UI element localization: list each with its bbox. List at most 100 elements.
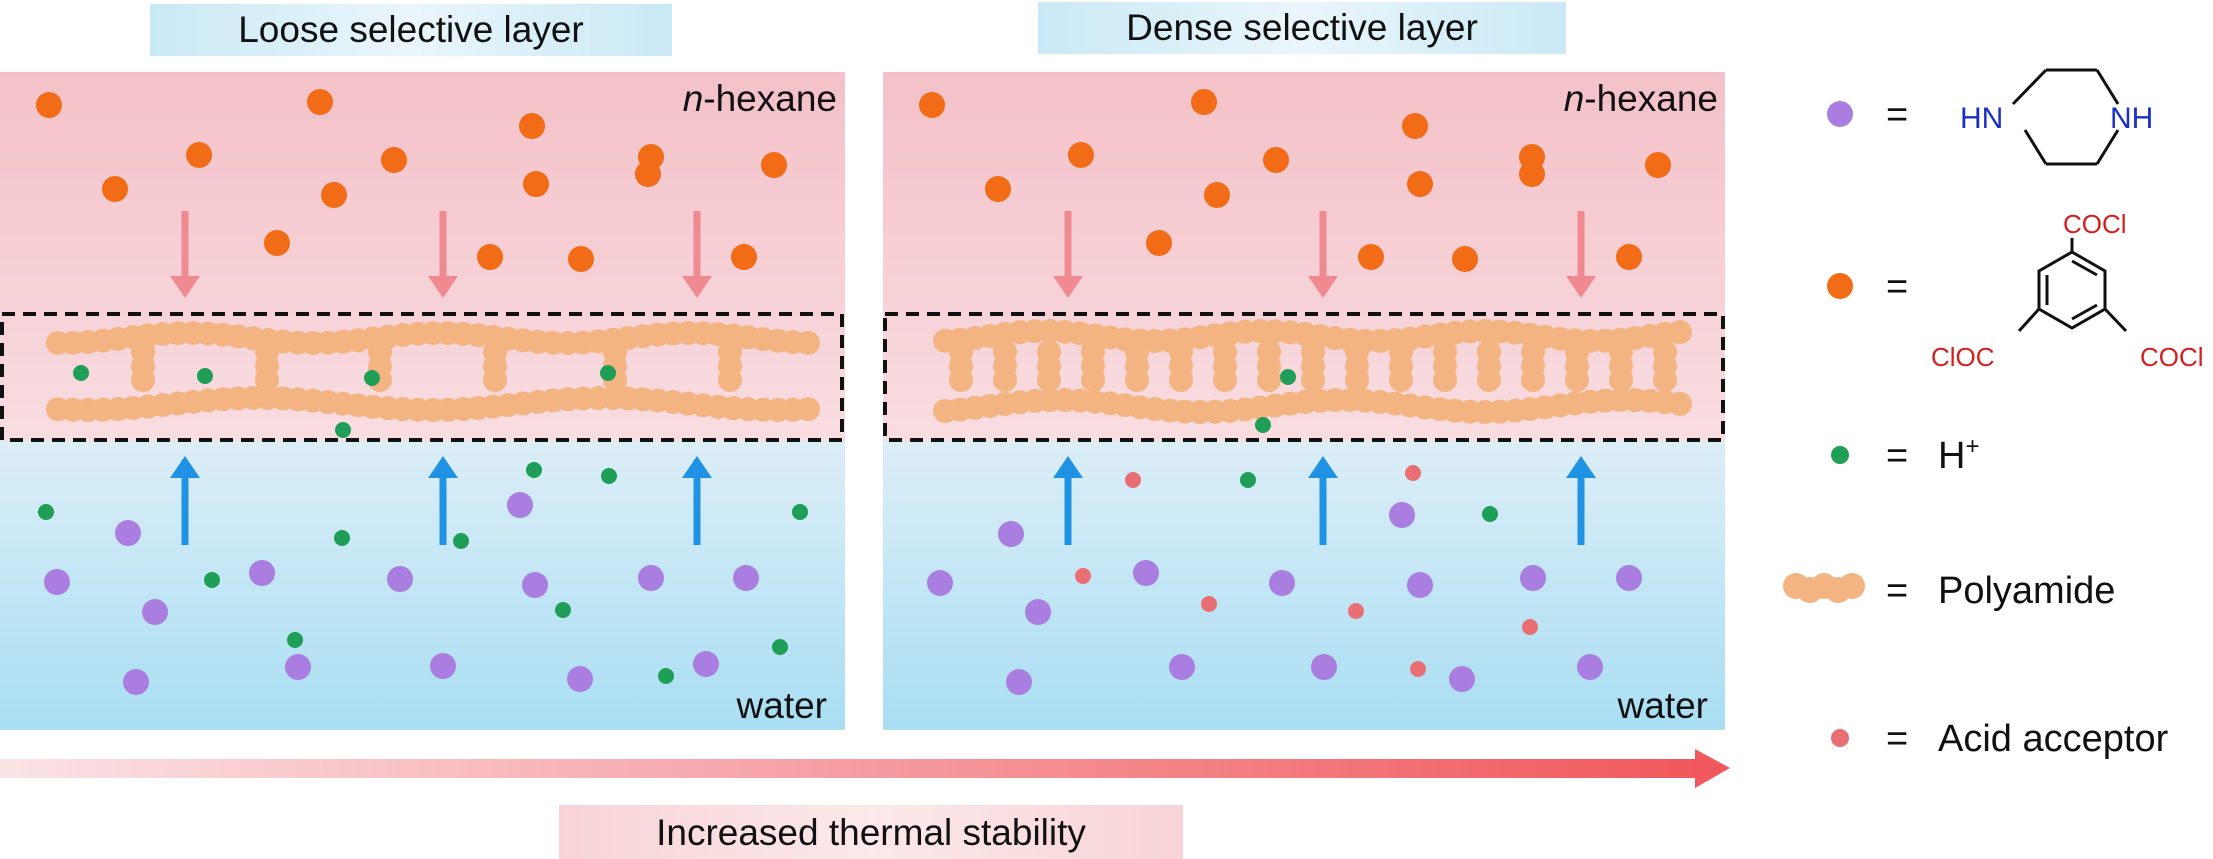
aqueous-molecules	[927, 369, 1642, 695]
piperazine-molecule	[1133, 560, 1159, 586]
up-arrow-icon	[428, 456, 458, 545]
tmc-molecule	[731, 244, 757, 270]
upward-arrows	[1053, 456, 1596, 545]
tmc-molecule	[1402, 113, 1428, 139]
acid-acceptor	[1201, 596, 1217, 612]
proton	[73, 365, 89, 381]
piperazine-molecule	[142, 599, 168, 625]
acid-acceptor	[1348, 603, 1364, 619]
acid-acceptor	[1405, 465, 1421, 481]
tmc-molecule	[985, 176, 1011, 202]
arrow-shaft	[0, 759, 1698, 778]
piperazine-molecule	[285, 654, 311, 680]
panel-title-bg	[150, 4, 672, 56]
polyamide-bead	[1213, 368, 1237, 392]
proton	[287, 632, 303, 648]
purple-circle-icon	[1827, 101, 1853, 127]
tmc-molecule	[1358, 244, 1384, 270]
polyamide-bead	[1125, 368, 1149, 392]
tmc-molecule	[102, 176, 128, 202]
proton	[335, 422, 351, 438]
panel-dense: Dense selective layer n-hexane water	[883, 2, 1725, 730]
polyamide-bead	[796, 397, 820, 422]
orange-circle-icon	[1827, 273, 1853, 299]
tmc-molecule	[264, 230, 290, 256]
piperazine-molecule	[1169, 654, 1195, 680]
selective-layer-box	[0, 312, 844, 442]
proton	[364, 370, 380, 386]
acid-acceptor	[1125, 472, 1141, 488]
polyamide-bead	[1609, 368, 1633, 392]
piperazine-molecule	[1025, 599, 1051, 625]
proton	[658, 668, 674, 684]
down-arrow-icon	[1053, 211, 1083, 298]
equals-sign: =	[1886, 94, 1908, 136]
proton	[772, 639, 788, 655]
up-arrow-icon	[1308, 456, 1338, 545]
up-arrow-icon	[1566, 456, 1596, 545]
proton	[38, 504, 54, 520]
arrow-head	[1695, 749, 1730, 788]
equals-sign: =	[1886, 570, 1908, 612]
proton	[600, 365, 616, 381]
tmc-molecule	[1519, 161, 1545, 187]
cloc-left-label: ClOC	[1931, 342, 1995, 372]
tmc-molecule	[1204, 182, 1230, 208]
piperazine-molecule	[927, 570, 953, 596]
piperazine-molecule	[733, 565, 759, 591]
tmc-molecule	[568, 246, 594, 272]
piperazine-molecule	[693, 651, 719, 677]
piperazine-molecule	[1006, 669, 1032, 695]
nh-left-label: HN	[1960, 102, 2003, 135]
down-arrow-icon	[170, 211, 200, 298]
panel-title: Dense selective layer	[1126, 7, 1478, 48]
down-arrow-icon	[1308, 211, 1338, 298]
tmc-molecule	[761, 152, 787, 178]
tmc-molecules	[919, 89, 1671, 272]
water-label: water	[736, 685, 827, 726]
polyamide-bead	[1037, 368, 1061, 392]
tmc-molecule	[1645, 152, 1671, 178]
aqueous-molecules	[38, 365, 808, 695]
tmc-molecule	[1263, 147, 1289, 173]
piperazine-molecule	[638, 565, 664, 591]
piperazine-molecule	[1449, 666, 1475, 692]
down-arrow-icon	[428, 211, 458, 298]
proton	[334, 530, 350, 546]
downward-arrows	[1053, 211, 1596, 298]
downward-arrows	[170, 211, 712, 298]
legend: = HN NH =	[1783, 68, 2204, 760]
polyamide-bead	[1521, 368, 1545, 392]
down-arrow-icon	[682, 211, 712, 298]
proton	[1280, 369, 1296, 385]
thermal-stability-arrow	[0, 749, 1730, 788]
tmc-molecule	[1452, 246, 1478, 272]
upward-arrows	[170, 456, 712, 545]
piperazine-molecule	[44, 569, 70, 595]
polyamide-bead	[1345, 368, 1369, 392]
polyamide-bead	[1653, 368, 1677, 392]
tmc-molecule	[1146, 230, 1172, 256]
polyamide-bead	[1433, 368, 1457, 392]
tmc-molecule	[381, 147, 407, 173]
piperazine-molecule	[249, 560, 275, 586]
legend-proton: = H+	[1831, 433, 1979, 477]
tmc-molecule	[1191, 89, 1217, 115]
legend-tmc: = COCl ClOC COCl	[1827, 209, 2204, 372]
polyamide-bead	[796, 330, 820, 355]
piperazine-molecule	[387, 566, 413, 592]
red-circle-icon	[1831, 729, 1849, 747]
proton	[197, 368, 213, 384]
tmc-molecule	[477, 244, 503, 270]
tmc-molecule	[321, 182, 347, 208]
proton	[453, 533, 469, 549]
proton	[526, 462, 542, 478]
polyamide-bead	[993, 368, 1017, 392]
polyamide-bead	[255, 368, 279, 392]
water-label: water	[1617, 685, 1708, 726]
thermal-label-bg	[559, 805, 1183, 859]
polyamide-bead	[1839, 573, 1865, 599]
piperazine-molecule	[507, 492, 533, 518]
piperazine-molecule	[1577, 654, 1603, 680]
